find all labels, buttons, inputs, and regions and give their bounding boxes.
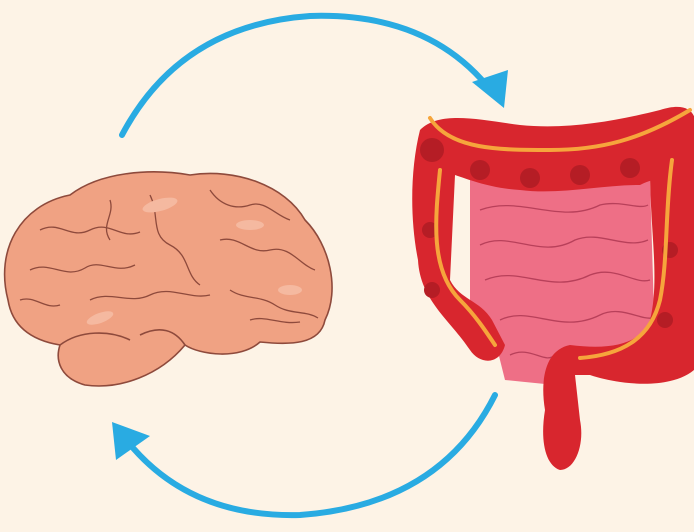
intestines (412, 106, 694, 470)
brain (3, 171, 333, 387)
arrowhead-icon (112, 422, 150, 460)
arrowhead-icon (472, 70, 508, 108)
arrow-gut-to-brain (112, 392, 498, 519)
arrow-brain-to-gut (119, 12, 508, 138)
colon-stripe (428, 108, 692, 360)
large-intestine (412, 106, 694, 470)
